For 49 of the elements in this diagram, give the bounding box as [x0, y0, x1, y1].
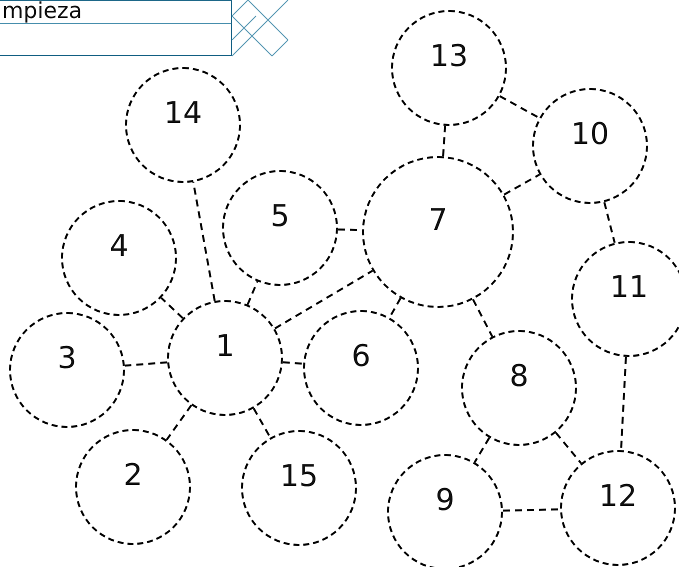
dashed-circle — [461, 330, 577, 446]
dashed-connector — [246, 281, 258, 305]
node-number: 10 — [570, 118, 610, 152]
node-number: 6 — [350, 340, 372, 374]
dashed-circle — [125, 67, 241, 183]
table-box — [0, 0, 232, 56]
dashed-circle — [61, 200, 177, 316]
dashed-connector — [124, 361, 168, 367]
dashed-circle — [9, 312, 125, 428]
node-number: 14 — [162, 97, 204, 131]
dashed-connector — [502, 508, 560, 512]
dashed-circle — [167, 300, 283, 416]
dashed-connector — [499, 95, 540, 119]
dashed-connector — [620, 356, 627, 450]
dashed-circle — [391, 10, 507, 126]
dashed-circle — [532, 88, 648, 204]
dashed-circle — [387, 454, 503, 567]
dashed-circle — [571, 241, 679, 357]
node-number: 7 — [427, 204, 449, 238]
node-number: 13 — [428, 40, 470, 74]
dashed-circle — [222, 170, 338, 286]
dashed-connector — [603, 202, 616, 244]
node-number: 1 — [214, 330, 236, 364]
dashed-connector — [555, 432, 582, 464]
node-number: 4 — [108, 230, 130, 264]
node-number: 2 — [122, 459, 144, 493]
node-number: 8 — [508, 360, 530, 394]
dashed-circle — [75, 429, 191, 545]
dashed-circle — [362, 156, 514, 308]
dashed-circle — [560, 450, 676, 566]
dashed-connector — [442, 126, 446, 156]
dashed-connector — [274, 270, 374, 330]
dashed-circle — [241, 430, 357, 546]
node-number: 12 — [598, 480, 638, 514]
dashed-connector — [282, 361, 304, 365]
dashed-connector — [192, 182, 216, 302]
node-number: 3 — [56, 342, 78, 376]
dashed-connector — [474, 437, 490, 463]
dashed-connector — [472, 298, 494, 337]
node-number: 15 — [278, 460, 320, 494]
table-text: mpieza — [1, 1, 82, 23]
dashed-connector — [504, 174, 540, 196]
dashed-circle — [303, 310, 419, 426]
node-number: 5 — [269, 200, 291, 234]
dashed-connector — [160, 297, 184, 319]
node-number: 9 — [434, 484, 456, 518]
dashed-connector — [252, 408, 272, 438]
node-number: 11 — [608, 271, 650, 305]
dashed-connector — [166, 404, 192, 440]
